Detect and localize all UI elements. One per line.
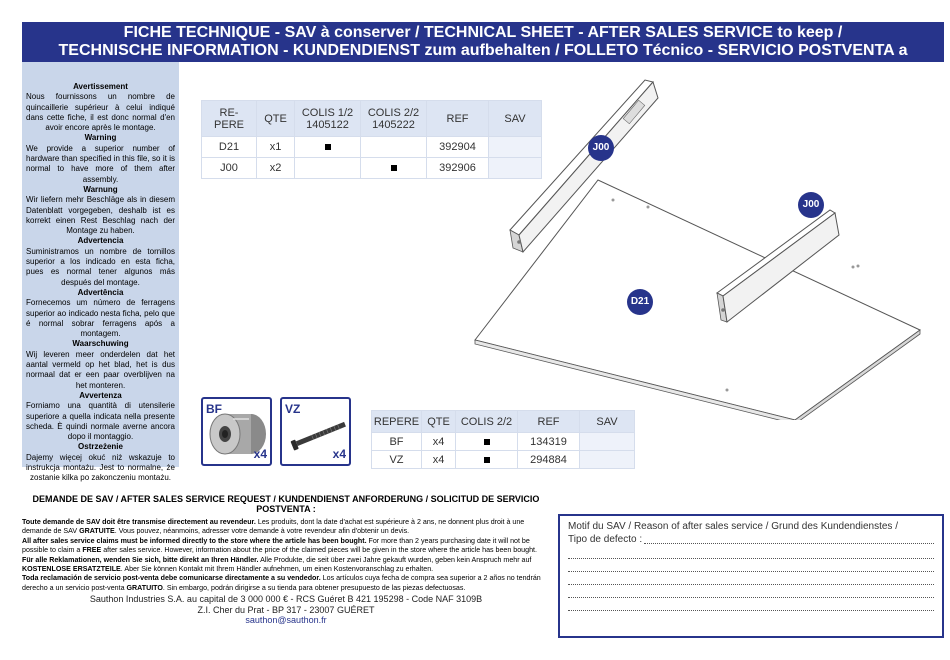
label-j00-left: J00 [588,135,614,161]
reason-first-line: Tipo de defecto : [568,533,934,546]
table-row: J00 x2 392906 [201,157,542,179]
warning-text: Wir liefern mehr Beschläge als in diesem… [26,195,175,236]
warning-text: Forniamo una quantità di utensilerie sup… [26,401,175,442]
warning-title: Warnung [83,184,118,194]
hardware-bf-card: BF x4 [201,397,272,466]
sav-en: All after sales service claims must be i… [22,536,537,555]
hardware-vz-card: VZ x4 [280,397,351,466]
bullet-mark [483,438,490,445]
col-colis: COLIS 2/2 [455,410,518,433]
company-line-1: Sauthon Industries S.A. au capital de 3 … [89,594,483,605]
reason-label: Motif du SAV / Reason of after sales ser… [568,521,898,532]
cell-qte: x4 [421,450,456,469]
warning-title: Warning [84,133,117,143]
hardware-vz-label: VZ [285,402,301,416]
bolt-icon [290,421,346,451]
sav-request-title: DEMANDE DE SAV / AFTER SALES SERVICE REQ… [32,494,540,514]
sav-request-body: Toute demande de SAV doit être transmise… [22,518,550,593]
page-header: FICHE TECHNIQUE - SAV à conserver / TECH… [22,22,944,77]
company-email[interactable]: sauthon@sauthon.fr [245,615,327,626]
hardware-bf-qty: x4 [253,447,267,461]
sav-reason-box[interactable]: Motif du SAV / Reason of after sales ser… [558,514,944,638]
cell-colis-1 [294,136,361,158]
col-colis-1: COLIS 1/2 1405122 [294,100,361,137]
warning-title: Ostrzeżenie [78,442,123,452]
reason-line[interactable] [568,585,934,598]
warning-title: Avertissement [73,82,128,91]
label-d21: D21 [627,289,653,315]
cell-sav[interactable] [579,432,635,451]
assembly-drawing: J00 J00 D21 [455,70,940,425]
warning-title: Avvertenza [79,390,122,400]
col-colis-2: COLIS 2/2 1405222 [360,100,427,137]
cell-ref: 392904 [426,136,489,158]
warning-text: Fornecemos um número de ferragens superi… [26,298,175,339]
reason-line[interactable] [568,546,934,559]
table-row: VZ x4 294884 [371,450,635,469]
header-line-1: FICHE TECHNIQUE - SAV à conserver / TECH… [123,24,843,41]
sav-es: Toda reclamación de servicio post-venta … [22,574,541,592]
barrel-nut-icon [209,413,266,455]
cell-colis [455,432,518,451]
panels-parts-table: RE- PERE QTE COLIS 1/2 1405122 COLIS 2/2… [201,100,542,179]
col-repere: REPERE [371,410,422,433]
warning-title: Advertência [77,287,124,297]
bullet-mark [390,165,397,172]
cell-repere: BF [371,432,422,451]
warning-text: Wij leveren meer onderdelen dat het aant… [26,349,175,390]
label-j00-right: J00 [798,192,824,218]
cell-repere: J00 [201,157,257,179]
cell-qte: x1 [256,136,295,158]
company-info: Sauthon Industries S.A. au capital de 3 … [22,594,550,626]
warning-text: Dajemy więcej okuć niż wskazuje to instr… [26,452,175,483]
reason-line[interactable] [568,559,934,572]
warning-title: Advertencia [77,236,124,246]
cell-ref: 134319 [517,432,580,451]
cell-qte: x4 [421,432,456,451]
cell-repere: D21 [201,136,257,158]
warning-text: Nous fournissons un nombre de quincaille… [26,92,175,133]
col-sav: SAV [579,410,635,433]
cell-colis-2 [360,136,427,158]
cell-ref: 392906 [426,157,489,179]
col-ref: REF [426,100,489,137]
col-qte: QTE [421,410,456,433]
bullet-mark [324,144,331,151]
col-sav: SAV [488,100,542,137]
hardware-bf-label: BF [206,402,222,416]
cell-repere: VZ [371,450,422,469]
sav-de: Für alle Reklamationen, wenden Sie sich,… [22,555,532,574]
bullet-mark [483,456,490,463]
cell-sav[interactable] [488,136,542,158]
header-line-2: TECHNISCHE INFORMATION - KUNDENDIENST zu… [58,42,908,77]
cell-colis-2 [360,157,427,179]
company-line-2: Z.I. Cher du Prat - BP 317 - 23007 GUÉRE… [197,604,375,615]
col-qte: QTE [256,100,295,137]
table-row: BF x4 134319 [371,432,635,451]
warnings-panel: Avertissement Nous fournissons un nombre… [22,62,179,482]
warning-title: Waarschuwing [72,339,129,349]
cell-qte: x2 [256,157,295,179]
cell-colis [455,450,518,469]
cell-sav[interactable] [488,157,542,179]
warning-text: Suministramos un nombre de tornillos sup… [26,246,175,287]
reason-line[interactable] [568,598,934,611]
exploded-view-icon [474,79,921,425]
warning-text: We provide a superior number of hardware… [26,143,175,184]
hardware-parts-table: REPERE QTE COLIS 2/2 REF SAV BF x4 13431… [371,410,635,469]
hardware-vz-qty: x4 [332,447,346,461]
cell-ref: 294884 [517,450,580,469]
sav-fr: Toute demande de SAV doit être transmise… [22,518,525,536]
reason-line[interactable] [568,572,934,585]
cell-sav[interactable] [579,450,635,469]
cell-colis-1 [294,157,361,179]
col-repere: RE- PERE [201,100,257,137]
defect-type-label: Tipo de defecto : [568,534,643,545]
reason-line[interactable] [644,533,934,544]
sav-request-section: DEMANDE DE SAV / AFTER SALES SERVICE REQ… [22,494,550,626]
